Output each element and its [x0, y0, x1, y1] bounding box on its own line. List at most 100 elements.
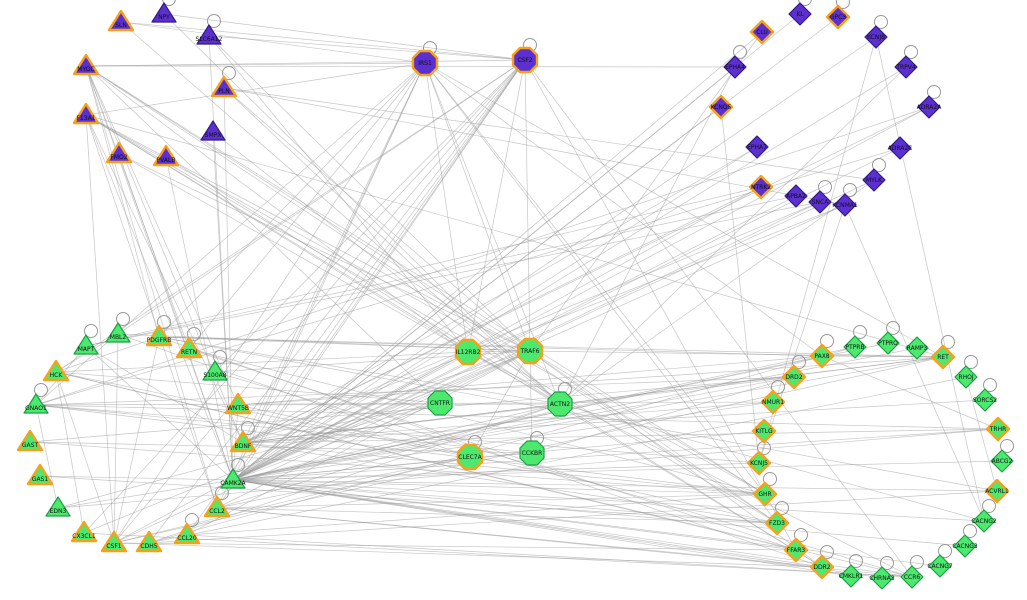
node-NPY[interactable] — [151, 2, 177, 23]
node-FFAR3[interactable] — [783, 537, 809, 563]
node-CCL20[interactable] — [173, 522, 201, 545]
graph-edge — [529, 350, 766, 495]
node-GPC3[interactable] — [825, 4, 851, 30]
node-IL12RB2[interactable] — [454, 338, 482, 366]
node-CSF2[interactable] — [511, 46, 539, 74]
node-APBA2[interactable] — [784, 184, 808, 208]
node-GAS1[interactable] — [26, 463, 54, 486]
node-EDN3[interactable] — [45, 496, 71, 517]
node-NTRK2[interactable] — [748, 174, 774, 200]
node-label: PDGFRB — [147, 337, 172, 344]
graph-edge — [559, 66, 907, 405]
node-label: TRHR — [989, 426, 1007, 433]
node-CLEC7A[interactable] — [456, 443, 484, 471]
node-CACNG2[interactable] — [972, 509, 996, 533]
node-label: GHR — [758, 491, 771, 498]
node-CCR6[interactable] — [900, 565, 924, 589]
node-label: TRAF6 — [520, 348, 540, 355]
node-MAPT[interactable] — [73, 334, 99, 355]
node-CLU[interactable] — [749, 19, 775, 45]
node-MYLK[interactable] — [862, 168, 886, 192]
node-SNCA[interactable] — [808, 190, 832, 214]
node-TRHR[interactable] — [985, 416, 1011, 442]
node-label: CCR6 — [904, 574, 921, 581]
node-CHRNA3[interactable] — [870, 566, 894, 590]
node-GAST[interactable] — [16, 429, 44, 452]
graph-edge — [85, 62, 426, 116]
node-DDR2[interactable] — [809, 554, 835, 580]
graph-edge — [85, 65, 190, 350]
node-KCNJ8[interactable] — [864, 25, 888, 49]
node-RAMP3[interactable] — [905, 336, 929, 360]
self-loop-icon — [84, 324, 98, 338]
node-WNT5B[interactable] — [224, 392, 252, 415]
graph-edge — [216, 507, 823, 568]
graph-edge — [232, 66, 907, 481]
node-CAMK2A[interactable] — [220, 468, 246, 489]
node-PVALB[interactable] — [152, 144, 180, 167]
node-F13A1[interactable] — [72, 102, 100, 125]
node-NMUR1[interactable] — [760, 389, 786, 415]
node-label: SLC6A12 — [196, 36, 223, 43]
node-ABCG2[interactable] — [990, 449, 1014, 473]
node-CX3CL1[interactable] — [70, 520, 98, 543]
node-CCKBR[interactable] — [519, 440, 545, 466]
node-PAX8[interactable] — [809, 343, 835, 369]
node-KCNMA1[interactable] — [833, 193, 857, 217]
node-KCNJ5[interactable] — [746, 450, 772, 476]
node-GHR[interactable] — [752, 481, 778, 507]
node-ACTN2[interactable] — [547, 391, 573, 417]
graph-edge — [232, 479, 913, 578]
node-KL[interactable] — [788, 2, 812, 26]
node-KITLG[interactable] — [751, 418, 777, 444]
node-FZD3[interactable] — [764, 510, 790, 536]
node-CCL2[interactable] — [203, 495, 231, 518]
node-BDNF[interactable] — [229, 430, 257, 453]
node-HCK[interactable] — [42, 359, 70, 382]
node-PDGFRB[interactable] — [145, 324, 173, 347]
node-CNTFR[interactable] — [427, 390, 453, 416]
node-CACNG7[interactable] — [928, 554, 952, 578]
node-RETN[interactable] — [175, 336, 203, 359]
node-ADRA2A[interactable] — [917, 95, 941, 119]
graph-edge — [85, 114, 766, 495]
node-SLN[interactable] — [107, 9, 135, 32]
node-PTPRO[interactable] — [876, 331, 900, 355]
node-S100A8[interactable] — [202, 360, 228, 381]
node-CDH5[interactable] — [135, 530, 163, 553]
node-RHOJ[interactable] — [954, 365, 978, 389]
graph-edge — [531, 376, 795, 454]
node-label: RAMP3 — [907, 345, 928, 352]
node-PLN[interactable] — [210, 75, 238, 98]
node-GNAO1[interactable] — [23, 393, 49, 414]
node-TRAF6[interactable] — [516, 337, 544, 365]
node-EPHA7[interactable] — [745, 135, 769, 159]
node-KCNQ5[interactable] — [708, 94, 734, 120]
node-CACNG3[interactable] — [953, 534, 977, 558]
node-ACVRL1[interactable] — [984, 478, 1010, 504]
node-ADRA2C[interactable] — [888, 136, 912, 160]
node-SORCS2[interactable] — [973, 388, 997, 412]
node-RET[interactable] — [930, 344, 956, 370]
node-EPHA4[interactable] — [723, 55, 747, 79]
node-IRS1[interactable] — [411, 49, 439, 77]
node-CMKLR1[interactable] — [839, 564, 863, 588]
node-CSF1[interactable] — [100, 530, 128, 553]
graph-edge — [424, 62, 766, 495]
node-SMPX[interactable] — [200, 120, 226, 141]
node-MYOC[interactable] — [72, 53, 100, 76]
graph-edge — [158, 336, 561, 405]
node-FMO2[interactable] — [105, 141, 133, 164]
edges-layer — [29, 13, 1003, 579]
graph-edge — [242, 186, 762, 444]
node-MBL2[interactable] — [105, 322, 131, 343]
self-loop-icon — [222, 66, 236, 80]
node-TRPV4[interactable] — [894, 55, 918, 79]
graph-edge — [232, 479, 966, 547]
self-loop-icon — [849, 554, 863, 568]
graph-edge — [232, 460, 1003, 481]
node-PTPRB[interactable] — [843, 335, 867, 359]
node-DRD2[interactable] — [781, 364, 807, 390]
node-SLC6A12[interactable] — [196, 24, 222, 45]
